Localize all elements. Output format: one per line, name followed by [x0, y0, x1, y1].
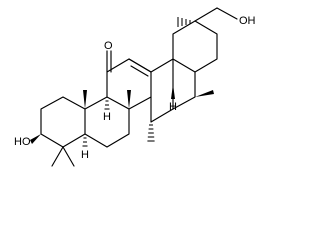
ketone-oxygen-label: O	[104, 40, 113, 52]
hydrogen-c5-label: H	[81, 149, 89, 161]
ketone-bond	[106, 50, 112, 73]
gem-dimethyl-c4	[51, 146, 75, 167]
ring-b	[84, 96, 130, 148]
hydroxyl-ring-a-label: HO	[14, 136, 31, 148]
methyl-c14	[147, 124, 155, 142]
methyl-c20	[177, 17, 191, 27]
hydrogen-c9-label: H	[103, 111, 111, 123]
double-bond-c12-c13	[128, 58, 152, 77]
triterpenoid-structure: O HO H H H	[14, 7, 256, 167]
methyl-c10	[83, 90, 87, 109]
hydrogen-c18-label: H	[169, 101, 177, 113]
hydroxymethyl-c20	[194, 7, 238, 22]
methyl-c17	[195, 90, 214, 97]
hydrogen-c9-hash	[104, 100, 110, 110]
hydroxymethyl-label: OH	[239, 15, 256, 27]
hydrogen-c18-bond	[171, 84, 175, 99]
hydrogen-c5-hash	[82, 137, 88, 147]
methyl-c8	[127, 90, 131, 109]
hydroxyl-c3	[30, 134, 41, 144]
